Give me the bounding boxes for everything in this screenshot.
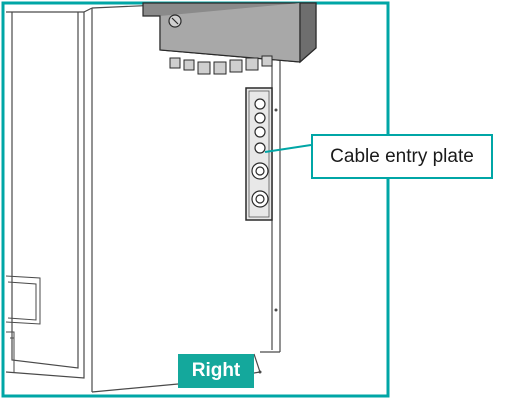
junction-box-switch bbox=[168, 14, 182, 28]
cable-glands bbox=[251, 98, 269, 208]
junction-box-glands bbox=[169, 55, 273, 75]
junction-box bbox=[142, 2, 317, 64]
view-label: Right bbox=[178, 354, 254, 388]
callout-leader-line bbox=[264, 144, 312, 153]
diagram-frame bbox=[1, 1, 390, 398]
cabinet-front bbox=[5, 7, 93, 379]
callout-label: Cable entry plate bbox=[311, 134, 493, 179]
side-panel-screws bbox=[258, 108, 278, 374]
front-vent-panel bbox=[5, 275, 41, 325]
front-lower-panel bbox=[6, 331, 15, 372]
